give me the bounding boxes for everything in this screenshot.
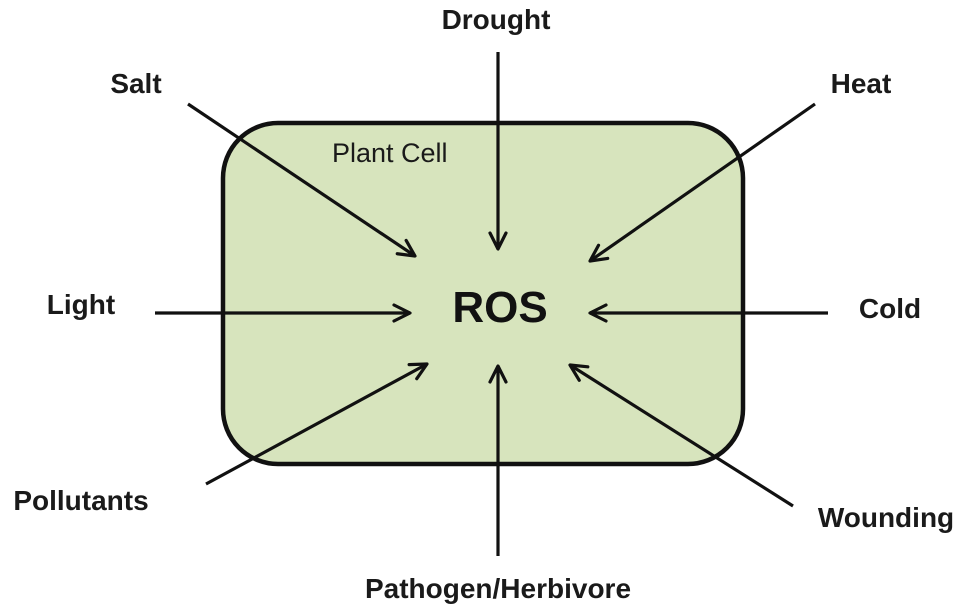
stress-label-pathogen: Pathogen/Herbivore <box>365 573 631 604</box>
pollutants-arrow <box>205 362 429 486</box>
ros-label: ROS <box>452 283 547 332</box>
plant-cell-shape <box>220 120 746 467</box>
salt-arrow <box>187 102 417 258</box>
stress-label-pollutants: Pollutants <box>13 485 148 516</box>
heat-arrow <box>588 102 816 263</box>
stress-label-drought: Drought <box>442 4 551 35</box>
stress-label-wounding: Wounding <box>818 502 954 533</box>
stress-label-salt: Salt <box>110 68 161 99</box>
wounding-arrow <box>568 363 794 508</box>
stress-label-light: Light <box>47 289 115 320</box>
plant-cell-label: Plant Cell <box>332 138 448 168</box>
stress-label-cold: Cold <box>859 293 921 324</box>
stress-label-heat: Heat <box>831 68 892 99</box>
